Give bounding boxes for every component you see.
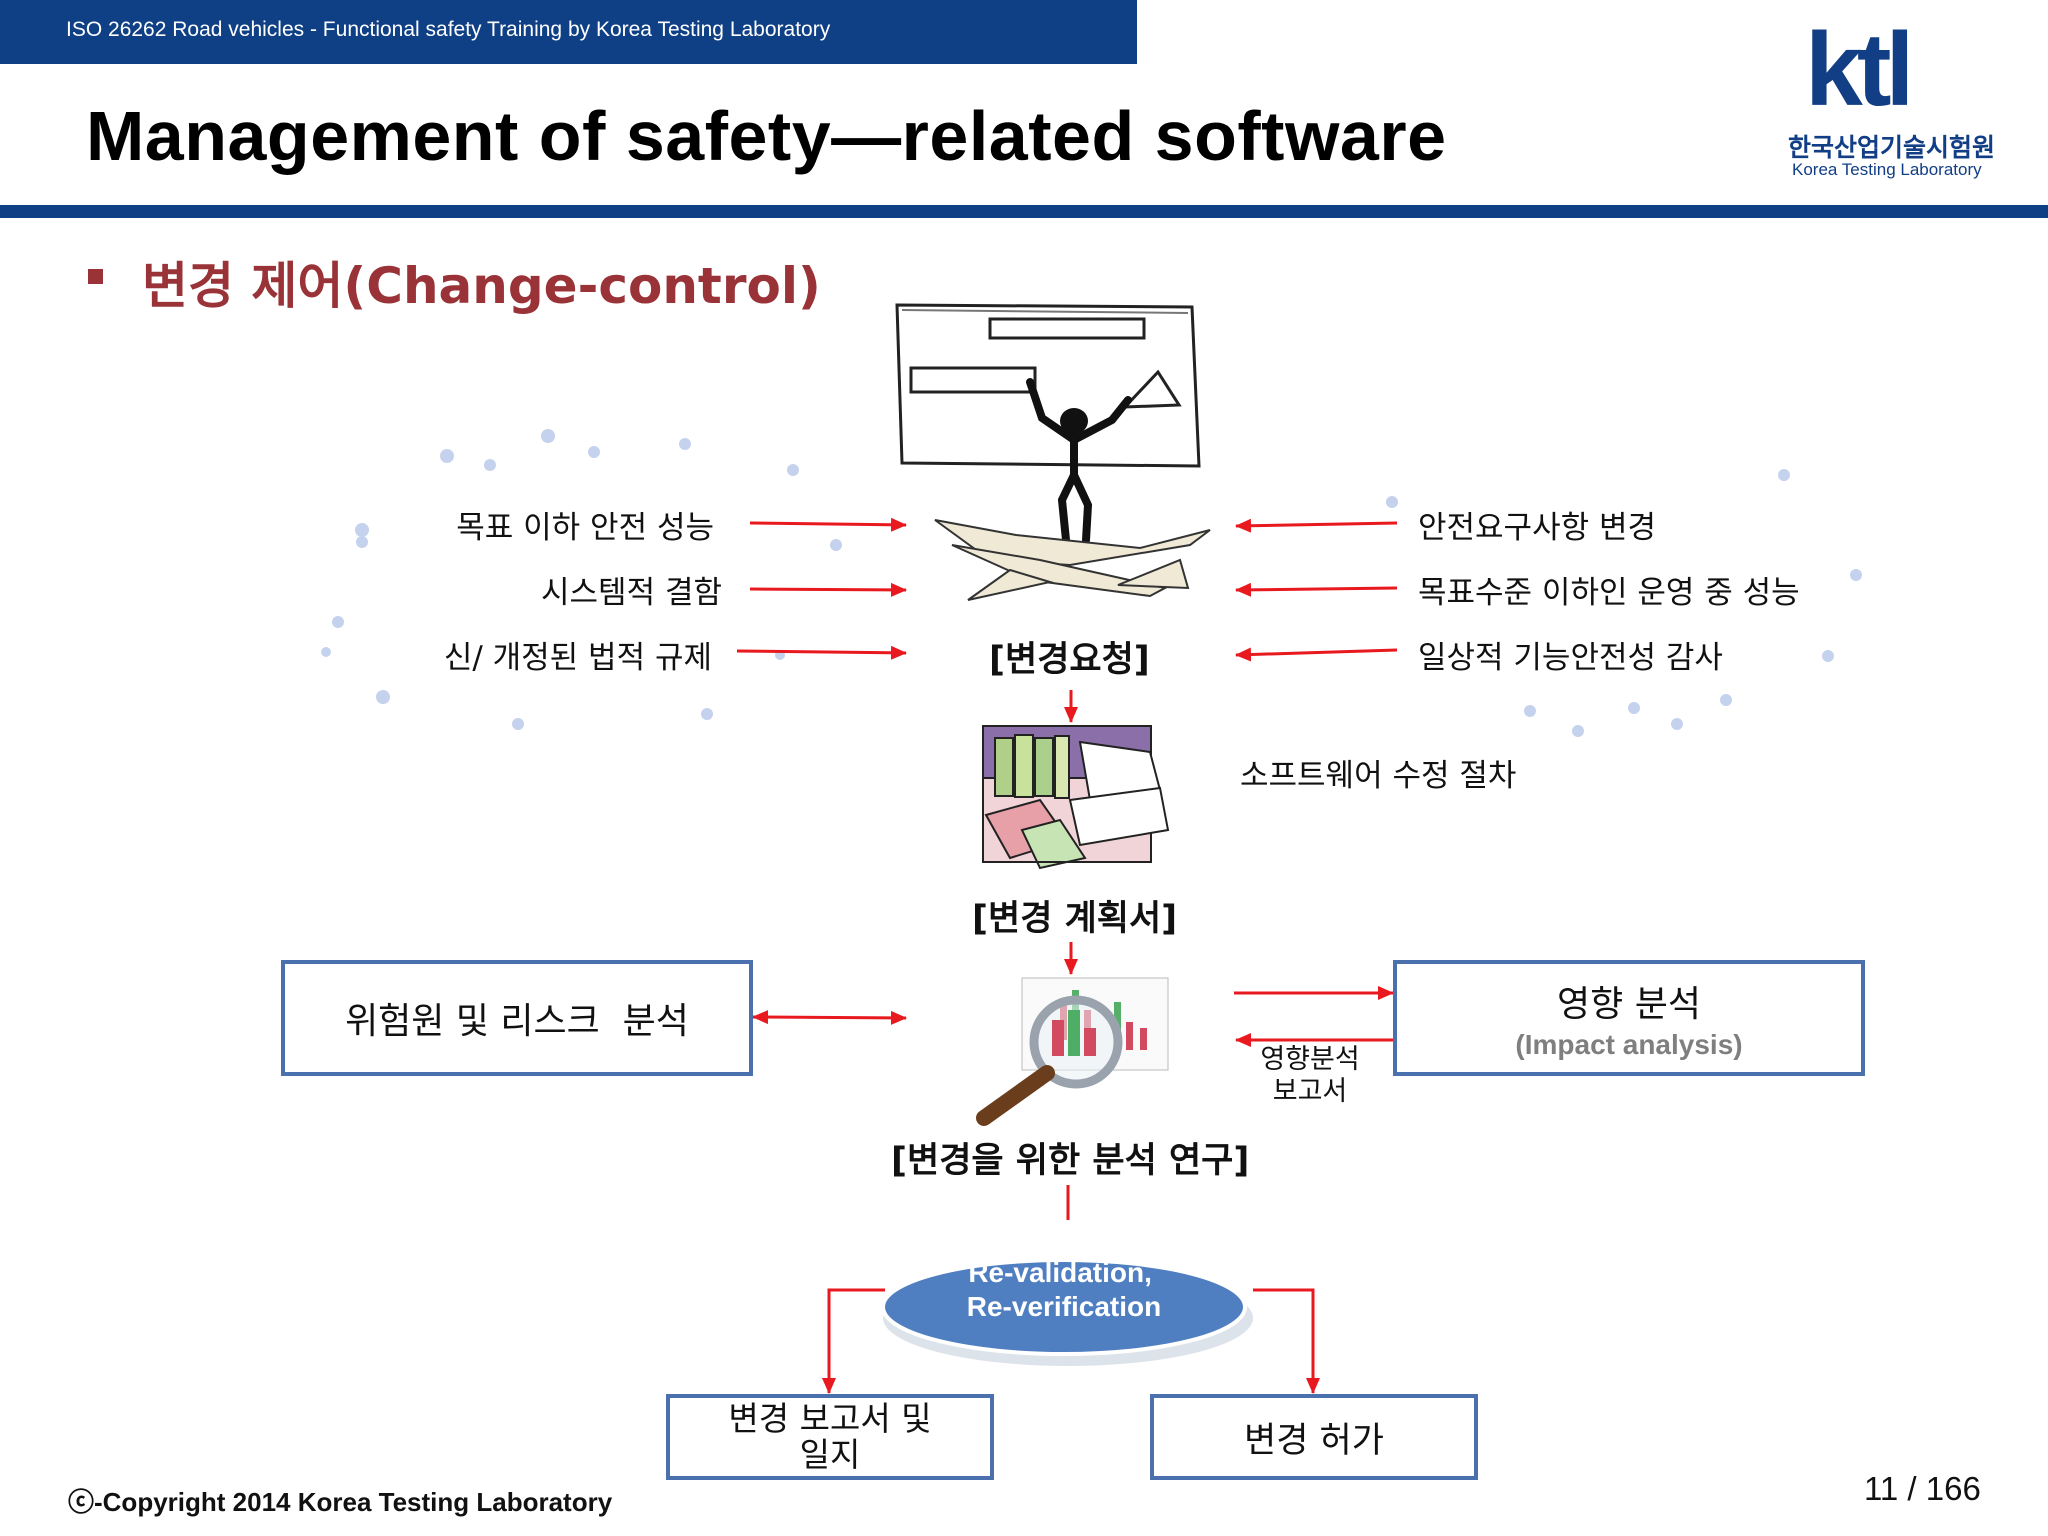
- header-bar: [0, 0, 1137, 64]
- change-report-label: 변경 보고서 및 일지: [728, 1398, 932, 1474]
- logo-korean-name: 한국산업기술시험원: [1788, 133, 1996, 162]
- documents-illustration: [982, 725, 1170, 870]
- hazard-risk-analysis-box: 위험원 및 리스크 분석: [281, 960, 753, 1076]
- page-number: 11 / 166: [1864, 1470, 1981, 1507]
- change-approval-label: 변경 허가: [1244, 1420, 1384, 1461]
- change-report-box: 변경 보고서 및 일지: [666, 1394, 994, 1480]
- decorative-dots: [321, 429, 1862, 737]
- input-label-systematic-fault: 시스템적 결함: [541, 575, 722, 611]
- change-approval-box: 변경 허가: [1150, 1394, 1478, 1480]
- title-divider: [0, 205, 2048, 218]
- input-label-operational-performance: 목표수준 이하인 운영 중 성능: [1418, 575, 1800, 611]
- section-title: 변경 제어(Change-control): [142, 257, 821, 315]
- impact-analysis-subtitle: (Impact analysis): [1515, 1029, 1743, 1060]
- input-label-new-regulation: 신/ 개정된 법적 규제: [443, 640, 712, 676]
- change-plan-caption: [변경 계획서]: [972, 899, 1178, 939]
- copyright-notice: ⓒ-Copyright 2014 Korea Testing Laborator…: [68, 1487, 613, 1517]
- bullet-square: [88, 269, 103, 284]
- input-label-safety-requirement-change: 안전요구사항 변경: [1418, 510, 1657, 546]
- logo-english-name: Korea Testing Laboratory: [1792, 160, 1982, 179]
- impact-analysis-box: 영향 분석 (Impact analysis): [1393, 960, 1865, 1076]
- impact-analysis-title: 영향 분석: [1557, 984, 1701, 1025]
- impact-report-label: 영향분석 보고서: [1260, 1044, 1360, 1108]
- input-label-below-target-performance: 목표 이하 안전 성능: [456, 510, 714, 546]
- analysis-study-caption: [변경을 위한 분석 연구]: [891, 1141, 1250, 1181]
- page-title: Management of safety—related software: [86, 97, 1447, 175]
- input-arrows: [736, 517, 1398, 1394]
- ktl-logo-mark: ktl: [1805, 12, 1914, 128]
- ellipse-line-2: Re-verification: [967, 1291, 1162, 1322]
- change-request-caption: [변경요청]: [989, 640, 1150, 680]
- ellipse-text: Re-validation, Re-verification: [967, 1257, 1162, 1322]
- header-bar-text: ISO 26262 Road vehicles - Functional saf…: [66, 18, 831, 41]
- revalidation-ellipse: [881, 1258, 1247, 1356]
- input-label-routine-audit: 일상적 기능안전성 감사: [1418, 640, 1723, 676]
- magnifier-illustration: [976, 977, 1169, 1126]
- ellipse-line-1: Re-validation,: [968, 1257, 1152, 1288]
- hazard-risk-analysis-label: 위험원 및 리스크 분석: [345, 1001, 689, 1042]
- modification-procedure-label: 소프트웨어 수정 절차: [1240, 758, 1517, 794]
- presenter-illustration: [895, 303, 1211, 601]
